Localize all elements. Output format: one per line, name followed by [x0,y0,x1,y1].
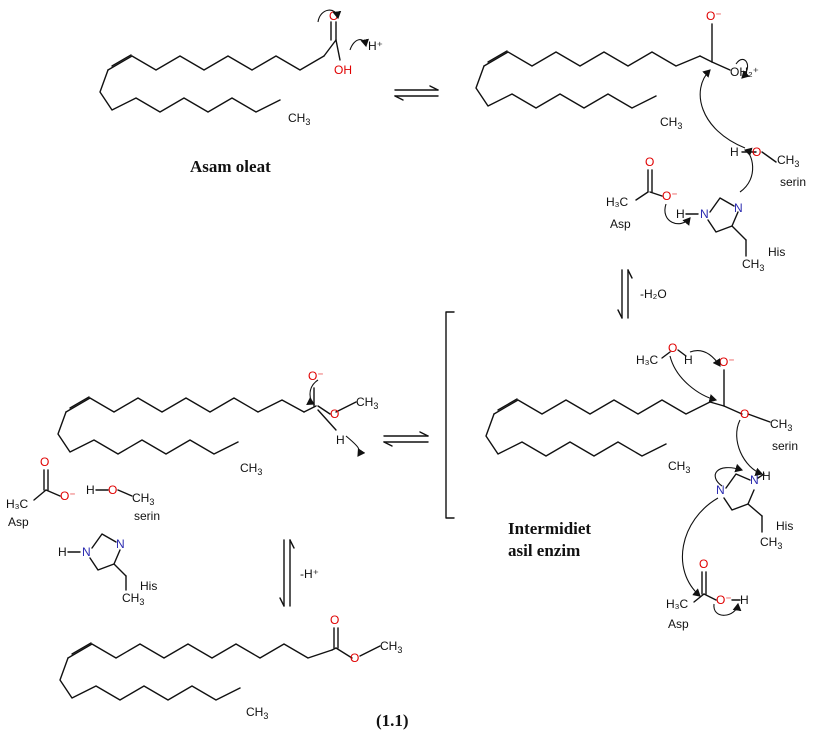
his-n1-label: N [700,207,709,221]
water-oxygen-label: O [668,341,677,355]
oxyanion-label: O⁻ [706,9,722,23]
oleic-acid-caption: Asam oleat [190,157,271,176]
methyl-label: CH3 [246,705,268,721]
serine-h-label: H [730,145,739,159]
equilibrium-arrow-top [394,85,439,101]
asp-oxyanion-label: O⁻ [60,489,76,503]
asp-oxyanion-label: O⁻ [662,189,678,203]
asp-oxyanion-label: O⁻ [716,593,732,607]
his-h-label: H [58,545,67,559]
methoxy-methyl-label: CH3 [380,639,402,655]
equilibrium-arrow-middle [383,431,429,447]
asp-carbonyl-label: O [40,455,49,469]
carbonyl-oxygen-label: O [330,613,339,627]
serine-h-label: H [86,483,95,497]
ester-oxygen-label: O [740,407,749,421]
serine-oxygen-label: O [752,145,761,159]
asp-label: Asp [610,217,631,231]
asp-carbonyl-label: O [699,557,708,571]
equilibrium-arrow-right: -H₂O [617,269,667,319]
his-n1-label: N [750,473,759,487]
serine-methyl-label: CH3 [770,417,792,433]
serine-label: serin [134,509,160,523]
his-label: His [768,245,785,259]
asp-h-label: H [740,593,749,607]
catalytic-triad-regenerated: H₃C O O⁻ Asp H O CH3 serin H N N CH3 His [6,455,160,607]
his-n3-label: N [716,483,725,497]
figure-number: (1.1) [376,711,409,730]
water-leaving-label: OH₂⁺ [730,65,759,79]
acyl-enzyme-intermediate: O⁻ O CH3 serin CH3 H₃C O H N N H CH3 His… [485,341,798,631]
methyl-oleate-molecule: O O CH3 CH3 [59,613,402,721]
asp-h3c-label: H₃C [6,497,29,511]
serine-oxygen-label: O [108,483,117,497]
methyl-label: CH3 [240,461,262,477]
his-n3-label: N [116,537,125,551]
his-methyl-label: CH3 [742,257,764,273]
intermediate-caption-line1: Intermidiet [508,519,591,538]
his-n1-label: N [82,545,91,559]
asp-label: Asp [668,617,689,631]
oxyanion-label: O⁻ [308,369,324,383]
minus-proton-label: -H⁺ [300,567,319,581]
h-label: H [336,433,345,447]
his-h-label: H [762,469,771,483]
oxyanion-label: O⁻ [719,355,735,369]
ether-oxygen-label: O [330,407,339,421]
serine-methyl-label: CH3 [777,153,799,169]
methyl-label: CH3 [288,111,310,127]
asp-h3c-label: H₃C [606,195,629,209]
his-methyl-label: CH3 [760,535,782,551]
proton-label: H⁺ [368,39,383,53]
his-methyl-label: CH3 [122,591,144,607]
ester-oxygen-label: O [350,651,359,665]
serine-label: serin [772,439,798,453]
water-h-label: H [684,353,693,367]
his-label: His [776,519,793,533]
his-h-label: H [676,207,685,221]
intermediate-caption-line2: asil enzim [508,541,580,560]
methyl-label: CH3 [660,115,682,131]
serine-methyl-label: CH3 [132,491,154,507]
methyl-label: CH3 [668,459,690,475]
asp-label: Asp [8,515,29,529]
equilibrium-arrow-left: -H⁺ [279,539,319,607]
water-h3c-label: H₃C [636,353,659,367]
tetrahedral-intermediate-1: O⁻ OH₂⁺ CH3 H O CH3 serin H₃C O O⁻ Asp H… [475,9,806,273]
serine-label: serin [780,175,806,189]
minus-water-label: -H₂O [640,287,667,301]
his-label: His [140,579,157,593]
asp-carbonyl-label: O [645,155,654,169]
bracket [445,311,455,519]
methoxy-methyl-label: CH3 [356,395,378,411]
his-n3-label: N [734,201,743,215]
tetrahedral-intermediate-2: O⁻ O CH3 H CH3 [57,369,378,477]
asp-h3c-label: H₃C [666,597,689,611]
oleic-acid-molecule: O OH CH3 H⁺ [99,9,383,127]
hydroxyl-label: OH [334,63,352,77]
